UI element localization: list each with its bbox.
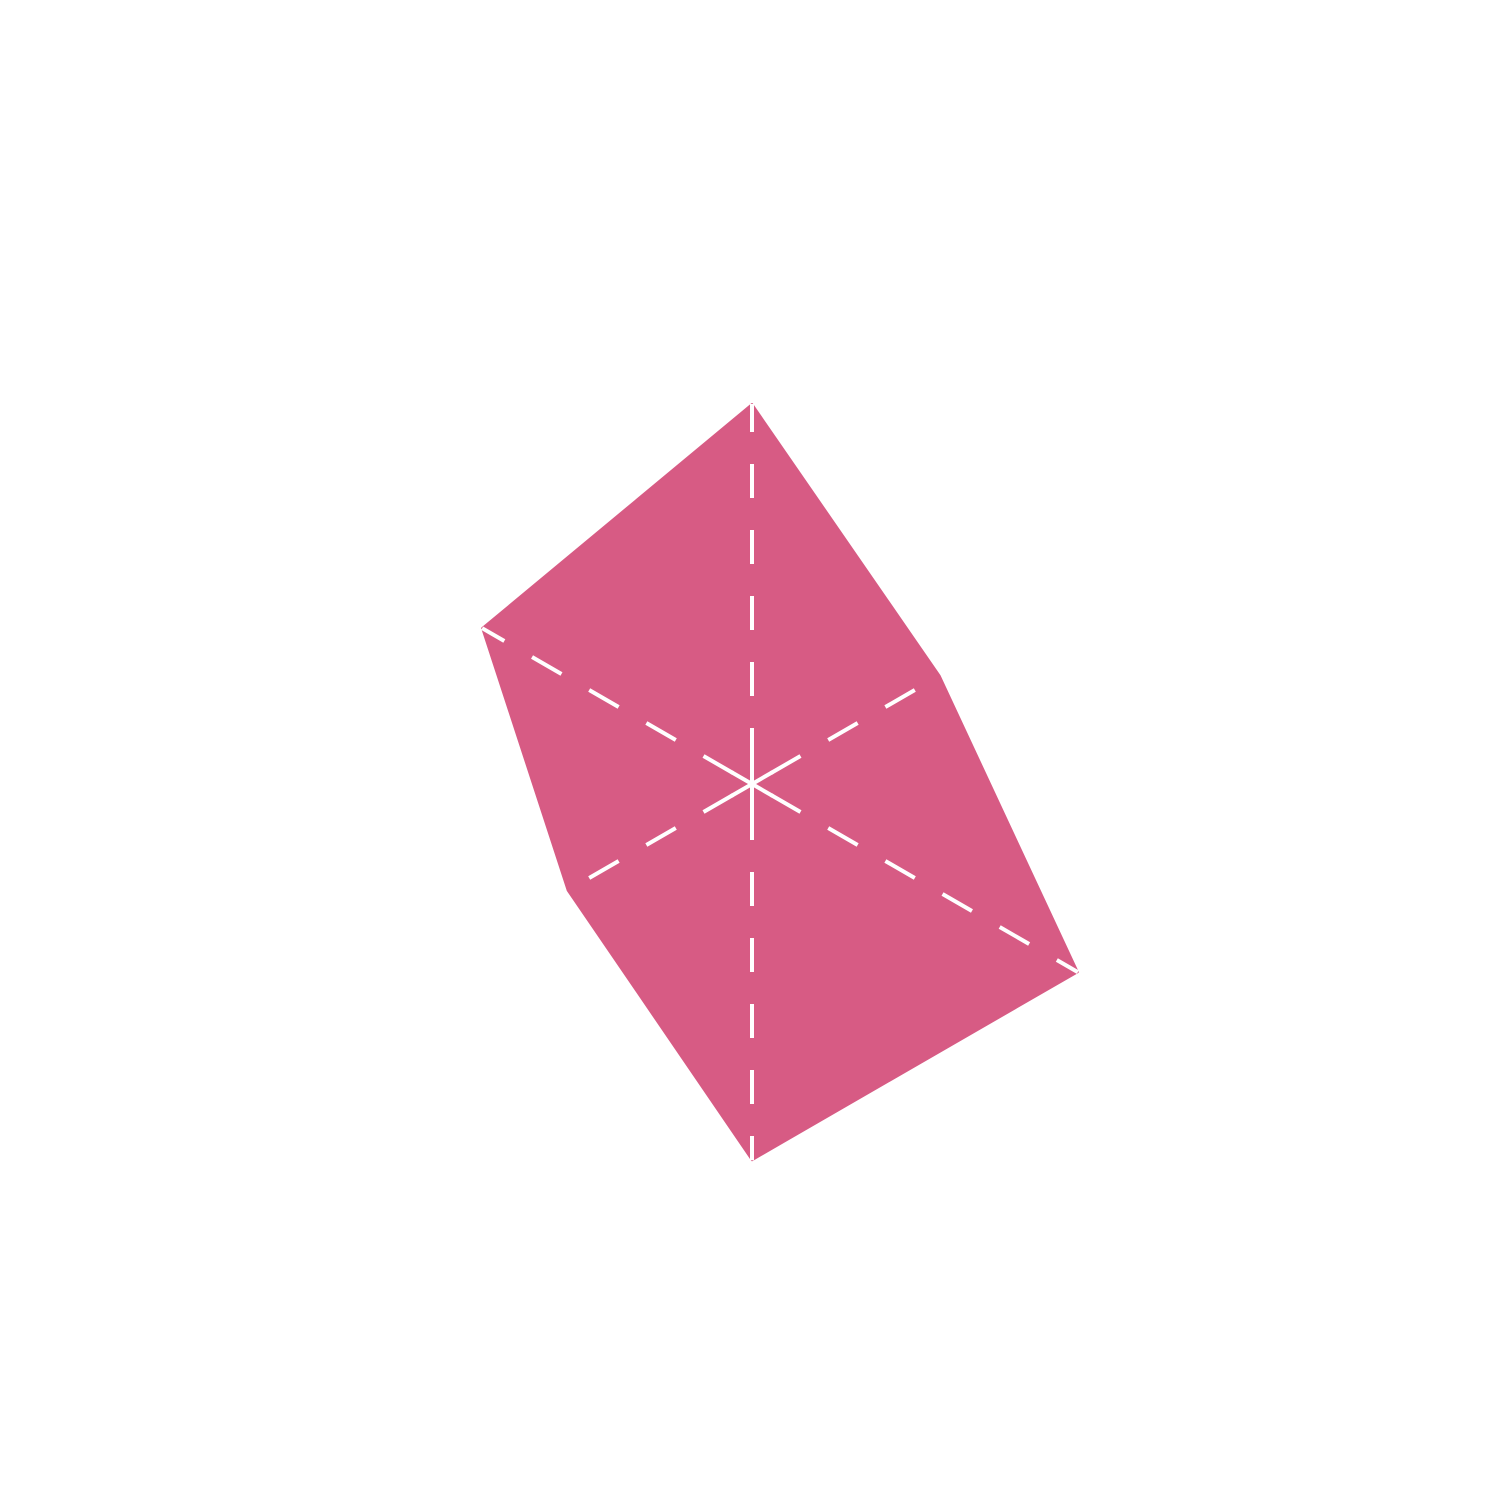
axis-line-1 xyxy=(770,673,941,775)
axis-line-4 xyxy=(566,793,734,893)
axis-line-2 xyxy=(770,793,1079,974)
center-marker-stroke-2 xyxy=(730,770,774,798)
axis-line-5 xyxy=(481,626,734,775)
series-area-0 xyxy=(481,403,1079,1162)
